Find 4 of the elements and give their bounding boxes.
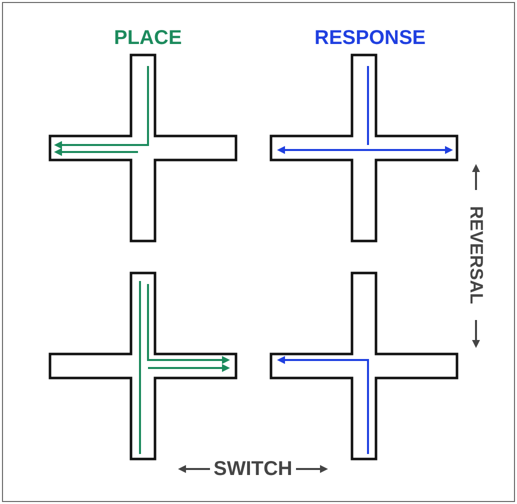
column-heading: RESPONSE xyxy=(314,26,426,50)
axis-label: REVERSAL xyxy=(466,206,486,304)
axis-label: SWITCH xyxy=(214,458,292,480)
column-heading: PLACE xyxy=(114,26,182,50)
